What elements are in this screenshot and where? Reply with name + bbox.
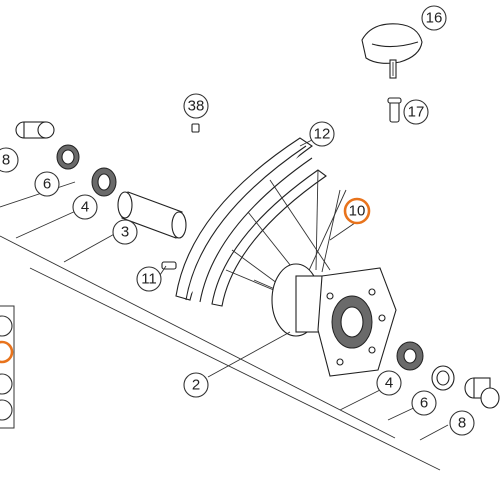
screw-part (161, 261, 177, 270)
callout-17: 17 (403, 99, 429, 125)
callout-4-right: 4 (376, 370, 402, 396)
callout-label: 3 (121, 224, 129, 241)
rim-part (175, 137, 327, 307)
spoke-nipple-part (191, 123, 200, 133)
callout-8-left: 8 (0, 147, 19, 173)
guide-lines (0, 181, 441, 471)
callout-label: 10 (349, 203, 366, 220)
callout-label: 4 (81, 199, 89, 216)
callout-2: 2 (183, 372, 209, 398)
spacer-tube-part (117, 191, 187, 239)
callout-label: 16 (426, 10, 443, 27)
callout-label: 6 (420, 395, 428, 412)
callout-label: 38 (188, 98, 205, 115)
callout-16: 16 (421, 5, 447, 31)
left-bearing-part (91, 167, 117, 197)
right-spacer-part (464, 377, 500, 409)
callout-38: 38 (183, 93, 209, 119)
callout-label: 17 (408, 104, 425, 121)
callout-label: 4 (385, 375, 393, 392)
callout-3: 3 (112, 219, 138, 245)
callout-leaders (159, 139, 449, 441)
left-seal-part (56, 144, 80, 170)
left-spacer-part (15, 121, 55, 139)
right-bearing-part (396, 341, 424, 371)
valve-cap-part (361, 23, 423, 79)
callout-label: 8 (458, 415, 466, 432)
callout-6-left: 6 (34, 171, 60, 197)
callout-12: 12 (309, 121, 335, 147)
callout-8-right: 8 (449, 410, 475, 436)
hub-part (271, 263, 397, 377)
callout-label: 6 (43, 176, 51, 193)
callout-label: 2 (192, 377, 200, 394)
callout-11: 11 (136, 266, 162, 292)
callout-label: 12 (314, 126, 331, 143)
callout-10: 10 (343, 197, 371, 225)
legend-box (0, 305, 15, 429)
callout-6-right: 6 (411, 390, 437, 416)
valve-stem-part (387, 97, 402, 123)
callout-label: 8 (2, 152, 10, 169)
callout-4-left: 4 (72, 194, 98, 220)
callout-label: 11 (141, 271, 157, 288)
right-seal-part (431, 365, 455, 391)
